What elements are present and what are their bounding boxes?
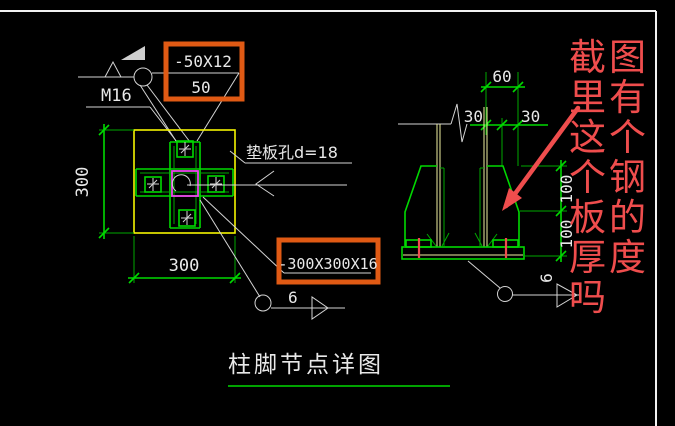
weld-size-elev: 6	[537, 273, 556, 283]
weld-leader	[467, 260, 501, 289]
sheet-border	[0, 10, 657, 426]
open-triangle-icon	[104, 60, 122, 78]
note-line-2: 里有	[569, 76, 649, 119]
washer-plate-bottom	[178, 209, 196, 227]
base-plate-leader	[202, 196, 285, 274]
red-arrow-head-icon	[502, 188, 522, 211]
drawing-title-block: 柱脚节点详图	[228, 352, 450, 387]
note-line-4: 个钢	[569, 156, 649, 199]
note-line-6: 厚度	[569, 236, 649, 279]
highlight-box-base-plate	[276, 237, 381, 285]
washer-hole-label: 垫板孔d=18	[246, 143, 338, 162]
plate-callout-qty: 50	[191, 78, 210, 97]
weld-flag-icon	[556, 283, 579, 308]
washer-plate-top	[176, 140, 194, 158]
dim-tick	[555, 160, 567, 172]
plan-weld-symbol: 6	[254, 288, 345, 320]
dim-text-30-right: 30	[521, 107, 540, 126]
break-line	[398, 103, 468, 143]
drawing-title: 柱脚节点详图	[228, 352, 384, 378]
washer-hole-callout: 垫板孔d=18	[171, 143, 352, 197]
weld-flag-icon	[311, 296, 329, 320]
red-annotation: 截图 里有 这个 个钢 板的 厚度 吗	[502, 36, 649, 319]
plan-dim-height: 300	[73, 124, 134, 239]
highlight-annotations: -50X12 50 -300X300X16	[163, 41, 381, 285]
dim-tick	[98, 227, 110, 239]
washer-plate-left	[144, 176, 162, 193]
filled-flag-icon	[121, 46, 145, 60]
weld-hook-icon	[497, 286, 513, 302]
weld-size-plan: 6	[288, 288, 298, 307]
dim-text-100-lower: 100	[557, 220, 576, 249]
leader-arrowhead-icon	[255, 170, 275, 197]
anchor-bolt-icon-bottom	[181, 211, 193, 225]
callout-leader-3	[146, 84, 191, 143]
dim-tick	[555, 205, 567, 217]
dim-text-300-left: 300	[73, 167, 93, 198]
dim-tick	[128, 272, 140, 284]
anchor-bolt-icon-left	[147, 178, 159, 191]
dim-tick	[555, 250, 567, 262]
highlight-box-plate-callout	[163, 41, 245, 102]
note-line-1: 截图	[569, 36, 649, 79]
elev-base-plate	[401, 246, 525, 260]
dim-text-30-left: 30	[464, 107, 483, 126]
bolt-label: M16	[101, 86, 132, 106]
detail-bubble-icon	[133, 67, 153, 87]
dim-tick	[512, 119, 524, 131]
callout-leader-2	[139, 84, 177, 142]
elev-anchor-bolts	[405, 238, 519, 258]
dim-tick	[229, 272, 241, 284]
washer-plates	[144, 140, 225, 227]
dim-tick	[480, 119, 492, 131]
label-tail	[229, 150, 246, 164]
weld-leader	[199, 199, 261, 298]
stiffener-plates	[404, 165, 520, 247]
note-line-5: 板的	[569, 196, 649, 239]
inner-chamfer	[474, 232, 483, 247]
plan-base-plate	[133, 129, 236, 234]
dim-tick	[480, 81, 492, 93]
base-plate-callout-text: -300X300X16	[278, 255, 377, 273]
anchor-bolt-icon-right	[210, 177, 222, 191]
note-line-7: 吗	[569, 276, 609, 319]
inner-chamfer	[441, 232, 450, 247]
plan-view: M16	[73, 46, 450, 387]
cruciform-column-section	[135, 141, 234, 229]
plan-dim-width: 300	[128, 236, 241, 284]
leader-hook-arc	[171, 174, 191, 192]
elev-weld-symbol: 6	[467, 260, 580, 308]
anchor-bolt-icon-top	[179, 142, 191, 156]
red-arrow-shaft	[503, 105, 581, 209]
dim-tick	[512, 81, 524, 93]
dim-text-100-upper: 100	[557, 175, 576, 204]
plate-callout-size: -50X12	[174, 52, 232, 71]
weld-hook-icon	[254, 294, 272, 312]
elev-top-dims: 60 30 30	[464, 67, 548, 166]
zigzag-break-icon	[450, 103, 468, 143]
column-flanges	[436, 107, 488, 247]
elevation-view: 60 30 30	[398, 67, 580, 308]
note-line-3: 这个	[569, 116, 649, 159]
stiffener-left	[404, 165, 437, 246]
bolt-leader	[149, 106, 178, 143]
base-plate-rect	[401, 246, 525, 260]
bolt-callout: M16	[86, 86, 178, 143]
elev-right-dims: 100 100	[520, 160, 576, 262]
stiffener-right	[487, 165, 520, 246]
washer-plate-right	[207, 175, 225, 193]
dim-text-60: 60	[492, 67, 511, 86]
dim-tick	[98, 124, 110, 136]
dim-tick	[496, 119, 508, 131]
dim-text-300-bottom: 300	[169, 256, 200, 276]
